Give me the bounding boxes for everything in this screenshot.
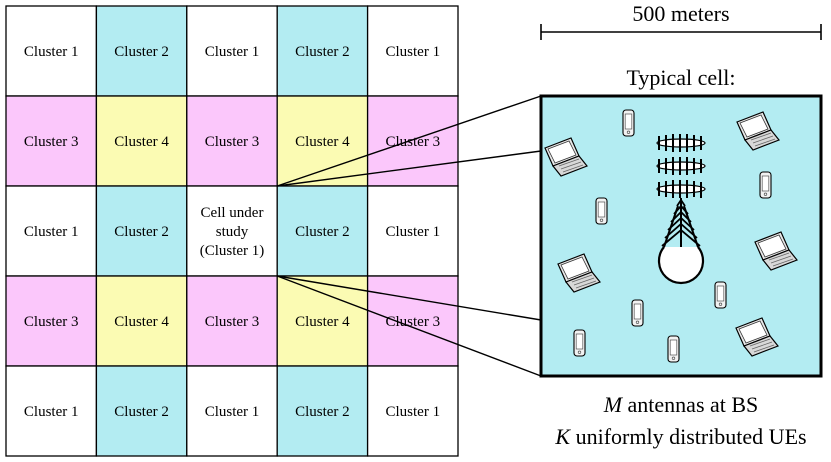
grid-cell: Cluster 1: [186, 365, 278, 457]
grid-cell-background: [186, 5, 278, 97]
scale-bar-label: 500 meters: [632, 1, 729, 26]
caption-line-1: M antennas at BS: [603, 392, 759, 417]
grid-cell-label: (Cluster 1): [200, 243, 265, 259]
grid-cell-label: Cluster 3: [386, 134, 441, 150]
base-station-icon: [656, 134, 706, 285]
phone-icon: [667, 335, 680, 363]
phone-icon: [595, 197, 608, 225]
grid-cell-label: Cluster 2: [114, 404, 169, 420]
phone-icon: [622, 109, 635, 137]
grid-cell-background: [276, 275, 369, 367]
grid-cell: Cluster 3: [186, 275, 278, 367]
scale-bar: 500 meters: [540, 1, 822, 40]
zoom-line: [277, 275, 542, 321]
grid-cell: Cluster 1: [366, 365, 459, 457]
grid-cell-label: Cluster 3: [24, 314, 79, 330]
grid-cell-label: Cell under: [201, 205, 264, 221]
zoom-line: [277, 150, 542, 187]
zoom-line: [276, 275, 542, 377]
grid-cell-background: [276, 365, 369, 457]
grid-cell-label: Cluster 1: [386, 404, 441, 420]
grid-cell-label: Cluster 4: [114, 134, 169, 150]
grid-cell: Cluster 2: [95, 185, 188, 277]
grid-cell-label: Cluster 3: [386, 314, 441, 330]
grid-cell-background: [5, 95, 98, 187]
grid-cell-label: Cluster 4: [295, 134, 350, 150]
grid-cell: Cluster 2: [95, 5, 188, 97]
grid-cell-background: [5, 185, 98, 277]
typical-cell: [539, 94, 823, 378]
grid-cell: Cluster 3: [5, 275, 98, 367]
grid-cell: Cluster 4: [95, 275, 188, 367]
grid-cell-label: Cluster 2: [295, 224, 350, 240]
caption-symbol-m: M: [603, 392, 624, 417]
grid-cell-background: [5, 5, 98, 97]
grid-cell-background: [366, 185, 459, 277]
grid-cell: Cluster 1: [5, 185, 98, 277]
grid-cell-label: Cluster 3: [24, 134, 79, 150]
grid-cell-background: [186, 95, 278, 187]
caption-text-2: uniformly distributed UEs: [570, 424, 806, 449]
grid-cell-background: [276, 5, 369, 97]
grid-cell-label: Cluster 1: [386, 224, 441, 240]
grid-cell-label: Cluster 2: [114, 224, 169, 240]
grid-cell-label: Cluster 2: [295, 404, 350, 420]
phone-icon: [714, 281, 727, 309]
grid-cell-background: [5, 365, 98, 457]
grid-cell-background: [366, 365, 459, 457]
grid-cell: Cluster 3: [186, 95, 278, 187]
grid-cell: Cluster 1: [366, 5, 459, 97]
phone-icon: [573, 329, 586, 357]
grid-cell-label: Cluster 1: [24, 224, 79, 240]
grid-cell-label: Cluster 1: [24, 404, 79, 420]
grid-cell-background: [186, 185, 278, 277]
grid-cell: Cluster 4: [276, 95, 369, 187]
grid-cell: Cluster 2: [276, 5, 369, 97]
phone-icon: [759, 171, 772, 199]
grid-cell-background: [95, 5, 188, 97]
caption-line-2: K uniformly distributed UEs: [554, 424, 806, 449]
grid-cell-background: [366, 275, 459, 367]
grid-cell-background: [276, 185, 369, 277]
grid-cell: Cell under study (Cluster 1): [186, 185, 278, 277]
typical-cell-title: Typical cell:: [626, 65, 735, 90]
zoom-line: [276, 95, 542, 187]
cluster-grid: Cluster 1 Cluster 2 Cluster 1 Cluster 2 Clus…: [5, 5, 459, 457]
grid-cell-label: study: [216, 224, 249, 240]
grid-cell: Cluster 4: [276, 275, 369, 367]
grid-cell-background: [186, 275, 278, 367]
zoom-lines: [276, 95, 542, 377]
grid-cell: Cluster 4: [95, 95, 188, 187]
grid-cell-background: [186, 365, 278, 457]
grid-cell-label: Cluster 3: [205, 314, 260, 330]
grid-cell-background: [95, 365, 188, 457]
grid-cell: Cluster 1: [366, 185, 459, 277]
grid-cell: Cluster 1: [5, 365, 98, 457]
grid-cell-label: Cluster 3: [205, 134, 260, 150]
grid-cell: Cluster 2: [276, 185, 369, 277]
grid-cell: Cluster 1: [5, 5, 98, 97]
grid-cell-label: Cluster 1: [24, 44, 79, 60]
grid-cell: Cluster 2: [276, 365, 369, 457]
grid-cell-label: Cluster 2: [295, 44, 350, 60]
phone-icon: [631, 299, 644, 327]
caption-symbol-k: K: [554, 424, 571, 449]
grid-cell: Cluster 2: [95, 365, 188, 457]
grid-cell: Cluster 3: [366, 95, 459, 187]
grid-cell: Cluster 3: [366, 275, 459, 367]
grid-cell-label: Cluster 1: [386, 44, 441, 60]
grid-cell-label: Cluster 1: [205, 44, 260, 60]
grid-cell: Cluster 3: [5, 95, 98, 187]
grid-cell-label: Cluster 4: [295, 314, 350, 330]
grid-cell-background: [95, 185, 188, 277]
caption-text-1: antennas at BS: [622, 392, 758, 417]
grid-cell-label: Cluster 1: [205, 404, 260, 420]
grid-cell: Cluster 1: [186, 5, 278, 97]
grid-cell-background: [366, 95, 459, 187]
grid-cell-label: Cluster 2: [114, 44, 169, 60]
grid-cell-label: Cluster 4: [114, 314, 169, 330]
